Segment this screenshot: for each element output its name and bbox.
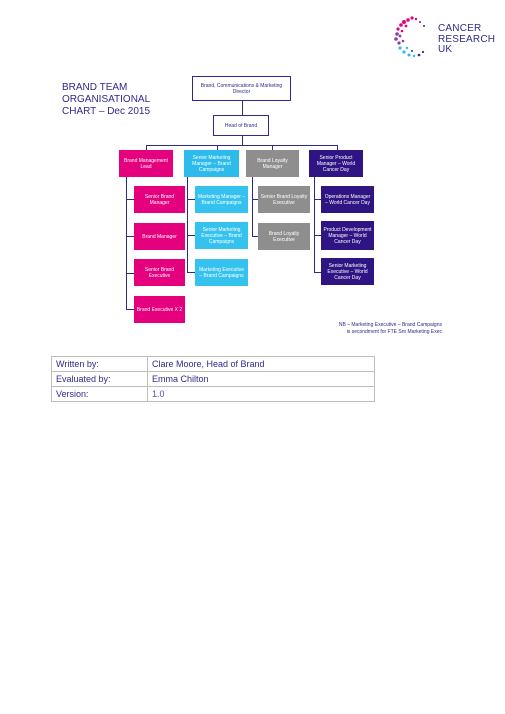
org-box-senior-product-manager: Senior Product Manager – World Cancer Da…	[309, 150, 363, 177]
org-box-marketing-executive-brand-campaigns: Marketing Executive – Brand Campaigns	[195, 259, 248, 286]
document-meta-table: Written by: Clare Moore, Head of Brand E…	[51, 356, 375, 402]
org-box-product-development-manager-wcd: Product Development Manager – World Canc…	[321, 221, 374, 250]
connector-line	[187, 199, 195, 200]
logo-line-1: CANCER	[438, 23, 482, 34]
meta-label-version: Version:	[51, 386, 148, 402]
connector-line	[314, 235, 321, 236]
connector-line	[252, 199, 258, 200]
title-line-1: BRAND TEAM	[62, 82, 128, 93]
org-box-brand-executive: Brand Executive X 2	[134, 296, 185, 323]
cancer-research-uk-logo: CANCER RESEARCH UK	[392, 14, 497, 60]
org-box-brand-loyalty-executive: Brand Loyalty Executive	[258, 223, 310, 250]
note-line-1: NB – Marketing Executive – Brand Campaig…	[338, 322, 442, 328]
connector-line	[217, 145, 218, 150]
org-box-senior-marketing-manager: Senior Marketing Manager – Brand Campaig…	[184, 150, 239, 177]
org-box-senior-brand-loyalty-executive: Senior Brand Loyalty Executive	[258, 186, 310, 213]
connector-line	[126, 309, 134, 310]
meta-value-evaluated-by: Emma Chilton	[147, 371, 375, 387]
connector-line	[146, 145, 147, 150]
note-line-2: is secondment for FTE Snr Marketing Exec	[346, 328, 442, 335]
connector-line	[314, 199, 321, 200]
org-box-operations-manager-wcd: Operations Manager – World Cancer Day	[321, 186, 374, 213]
connector-line	[337, 145, 338, 150]
org-box-brand-loyalty-manager: Brand Loyalty Manager	[246, 150, 299, 177]
org-box-marketing-manager-brand-campaigns: Marketing Manager – Brand Campaigns	[195, 186, 248, 213]
connector-line	[242, 101, 243, 115]
org-box-brand-management-lead: Brand Management Lead	[119, 150, 173, 177]
connector-line	[252, 236, 258, 237]
document-title: BRAND TEAM ORGANISATIONAL CHART – Dec 20…	[62, 82, 182, 118]
connector-line	[187, 272, 195, 273]
meta-value-version: 1.0	[147, 386, 375, 402]
title-line-2: ORGANISATIONAL	[62, 94, 151, 105]
org-box-senior-marketing-executive-brand-campaigns: Senior Marketing Executive – Brand Campa…	[195, 222, 248, 249]
logo-line-2: RESEARCH	[438, 33, 496, 45]
meta-label-written-by: Written by:	[51, 356, 148, 372]
connector-line	[314, 272, 321, 273]
connector-line	[126, 273, 134, 274]
org-box-senior-brand-manager: Senior Brand Manager	[134, 186, 185, 213]
connector-line	[187, 177, 188, 273]
logo-line-3: UK	[438, 44, 453, 55]
connector-line	[252, 177, 253, 237]
table-row: Written by: Clare Moore, Head of Brand	[51, 356, 375, 372]
org-box-brand-manager: Brand Manager	[134, 223, 185, 250]
logo-wordmark: CANCER RESEARCH UK	[438, 23, 496, 56]
logo-dots-icon	[394, 16, 425, 58]
connector-line	[242, 136, 243, 146]
connector-line	[126, 199, 134, 200]
org-box-senior-marketing-executive-wcd: Senior Marketing Executive – World Cance…	[321, 258, 374, 285]
table-row: Evaluated by: Emma Chilton	[51, 371, 375, 387]
meta-label-evaluated-by: Evaluated by:	[51, 371, 148, 387]
connector-line	[314, 177, 315, 273]
meta-value-written-by: Clare Moore, Head of Brand	[147, 356, 375, 372]
connector-line	[146, 145, 338, 146]
connector-line	[126, 177, 127, 310]
org-box-head-of-brand: Head of Brand	[213, 115, 269, 136]
chart-note: NB – Marketing Executive – Brand Campaig…	[300, 322, 442, 335]
title-line-3: CHART – Dec 2015	[62, 106, 151, 117]
org-box-senior-brand-executive: Senior Brand Executive	[134, 259, 185, 286]
connector-line	[126, 236, 134, 237]
connector-line	[272, 145, 273, 150]
org-box-director: Brand, Communications & Marketing Direct…	[192, 76, 291, 101]
table-row: Version: 1.0	[51, 386, 375, 402]
connector-line	[187, 235, 195, 236]
